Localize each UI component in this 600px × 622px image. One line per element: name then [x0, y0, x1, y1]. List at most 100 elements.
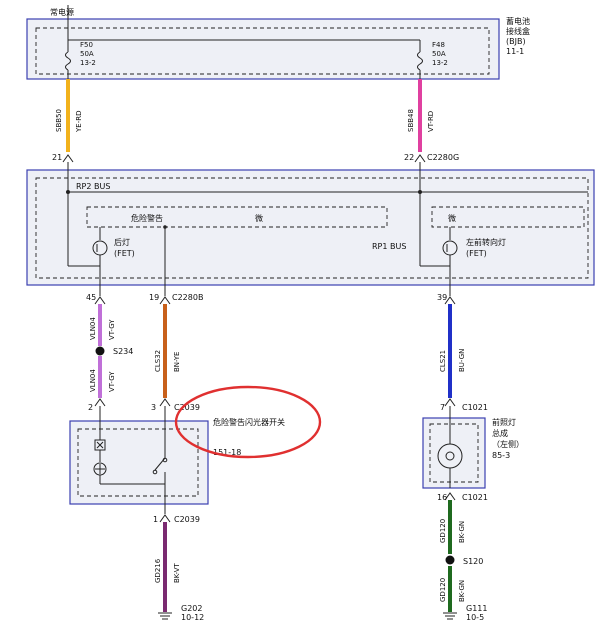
ground-g111-ref: 10-5 [466, 613, 484, 622]
fuse-f50-ref: 13-2 [80, 59, 96, 67]
wire-gd216 [163, 522, 167, 612]
ground-g202-id: G202 [181, 604, 202, 613]
wire-vln04-a-color: VT-GY [108, 319, 116, 340]
wire-sbb48-color: VT-RD [427, 111, 435, 132]
bjb-name-line1: 蓄电池 [506, 16, 530, 26]
front-turn-fet: (FET) [466, 249, 487, 258]
pin-2-arrow [94, 398, 106, 407]
bjb-ref: 11-1 [506, 47, 524, 56]
wire-gd120-upper [448, 500, 452, 554]
highlight-circle [174, 385, 322, 459]
hazard-warning-label: 危险警告 [131, 213, 163, 223]
rp2-bus-label: RP2 BUS [76, 182, 110, 191]
pin-39-arrow [444, 296, 456, 305]
headlamp-box [422, 417, 486, 489]
bjb-name-line2: 接线盒 [506, 26, 530, 36]
pin-16-arrow [444, 492, 456, 501]
module-box [26, 169, 595, 286]
pin-3-arrow [159, 398, 171, 407]
wire-gd120-a-color: BK-GN [458, 521, 466, 543]
hazard-switch-name: 危险警告闪光器开关 [213, 417, 285, 427]
hazard-switch-ref: 151-18 [213, 448, 241, 457]
wire-sbb50-circuit: SBB50 [55, 109, 63, 132]
wire-vln04-upper [98, 304, 102, 346]
wire-gd216-color: BK-VT [173, 562, 181, 583]
wire-gd120-lower [448, 566, 452, 612]
headlamp-line2: 总成 [492, 428, 508, 438]
connector-c2280g: C2280G [427, 153, 459, 162]
micro-left-dash [86, 206, 388, 228]
pin-39: 39 [437, 293, 447, 302]
ground-g202-ref: 10-12 [181, 613, 204, 622]
ground-g111-icon [443, 612, 457, 620]
connector-c2039-bot: C2039 [174, 515, 200, 524]
wire-sbb48 [418, 79, 422, 152]
wire-vln04-lower [98, 356, 102, 398]
connector-c2280b: C2280B [172, 293, 203, 302]
headlamp-inner-dash [429, 423, 479, 483]
rear-lamp-label: 后灯 [114, 237, 130, 247]
pin-22-arrow [414, 154, 426, 163]
pin-45: 45 [86, 293, 96, 302]
wire-gd120-a-circuit: GD120 [439, 519, 447, 543]
ground-g202-icon [158, 612, 172, 620]
fuse-f50-rating: 50A [80, 50, 94, 58]
pin-19-arrow [159, 296, 171, 305]
pin-7: 7 [440, 403, 445, 412]
wire-gd120-b-color: BK-GN [458, 580, 466, 602]
rp1-bus-label: RP1 BUS [372, 242, 406, 251]
pin-16: 16 [437, 493, 447, 502]
pin-2: 2 [88, 403, 93, 412]
fuse-f48-rating: 50A [432, 50, 446, 58]
wire-cls21-color: BU-GN [458, 349, 466, 372]
pin-21: 21 [52, 153, 62, 162]
fuse-f50-id: F50 [80, 41, 93, 49]
fuse-f50-icon [65, 51, 71, 71]
wire-gd216-circuit: GD216 [154, 558, 162, 583]
hazard-switch-inner-dash [77, 428, 199, 497]
hazard-switch-box [69, 420, 209, 505]
wire-cls21-circuit: CLS21 [439, 350, 447, 372]
wire-cls32-color: BN-YE [173, 352, 181, 372]
connector-c2039-top: C2039 [174, 403, 200, 412]
wire-cls32 [163, 304, 167, 398]
rear-lamp-fet: (FET) [114, 249, 135, 258]
wire-vln04-b-circuit: VLN04 [89, 369, 97, 392]
connector-c1021-bot: C1021 [462, 493, 488, 502]
splice-s234 [95, 346, 105, 356]
pin-3: 3 [151, 403, 156, 412]
module-inner-dash [35, 177, 589, 279]
headlamp-line3: （左侧） [492, 439, 524, 449]
fuse-f48-ref: 13-2 [432, 59, 448, 67]
wire-sbb48-circuit: SBB48 [407, 109, 415, 132]
pin-21-arrow [62, 154, 74, 163]
connector-c1021-top: C1021 [462, 403, 488, 412]
front-turn-label: 左前转向灯 [466, 237, 506, 247]
fuse-f48-icon [417, 51, 423, 71]
pin-7-arrow [444, 398, 456, 407]
wire-sbb50 [66, 79, 70, 152]
pin-19: 19 [149, 293, 159, 302]
pin-22: 22 [404, 153, 414, 162]
micro-label-1: 微 [255, 213, 263, 223]
constant-power-label: 常电源 [50, 7, 74, 17]
wire-cls32-circuit: CLS32 [154, 350, 162, 372]
wire-gd120-b-circuit: GD120 [439, 578, 447, 602]
wire-cls21 [448, 304, 452, 398]
fuse-f48-id: F48 [432, 41, 445, 49]
pin-45-arrow [94, 296, 106, 305]
ground-g111-id: G111 [466, 604, 487, 613]
wire-sbb50-color: YE-RD [75, 111, 83, 133]
headlamp-line1: 前照灯 [492, 417, 516, 427]
wire-vln04-b-color: VT-GY [108, 371, 116, 392]
splice-s234-label: S234 [113, 347, 133, 356]
bjb-code: (BJB) [506, 37, 526, 46]
switch-contact-icon [154, 457, 166, 471]
micro-right-dash [431, 206, 585, 228]
headlamp-ref: 85-3 [492, 451, 510, 460]
splice-s120 [445, 555, 455, 565]
micro-label-2: 微 [448, 213, 456, 223]
pin-1: 1 [153, 515, 158, 524]
bjb-inner-dash [35, 27, 490, 75]
pin-1-arrow [159, 514, 171, 523]
